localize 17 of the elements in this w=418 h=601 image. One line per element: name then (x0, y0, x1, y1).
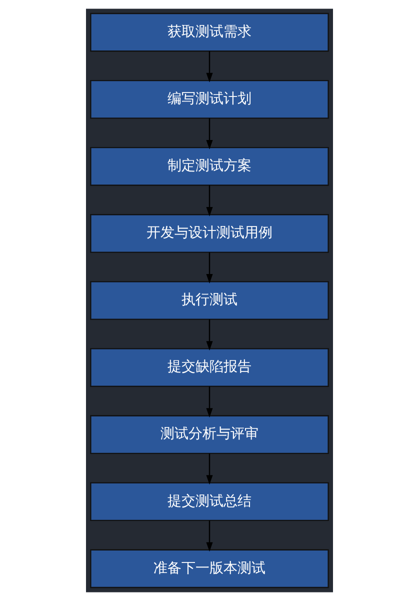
arrow (206, 252, 212, 284)
arrow (206, 453, 212, 485)
arrow (206, 319, 212, 350)
node-box: 测试分析与评审 (90, 415, 328, 454)
node-box: 准备下一版本测试 (90, 549, 328, 588)
node-box: 制定测试方案 (90, 147, 328, 186)
node-box: 执行测试 (90, 281, 328, 320)
node-box: 开发与设计测试用例 (90, 214, 328, 253)
arrow (206, 51, 212, 82)
node-box: 编写测试计划 (90, 80, 328, 119)
node-box: 获取测试需求 (90, 12, 328, 52)
arrow (206, 118, 212, 150)
arrow (206, 185, 212, 216)
arrow (206, 386, 212, 418)
arrow (206, 520, 212, 552)
node-box: 提交测试总结 (90, 482, 328, 522)
node-box: 提交缺陷报告 (90, 348, 328, 387)
